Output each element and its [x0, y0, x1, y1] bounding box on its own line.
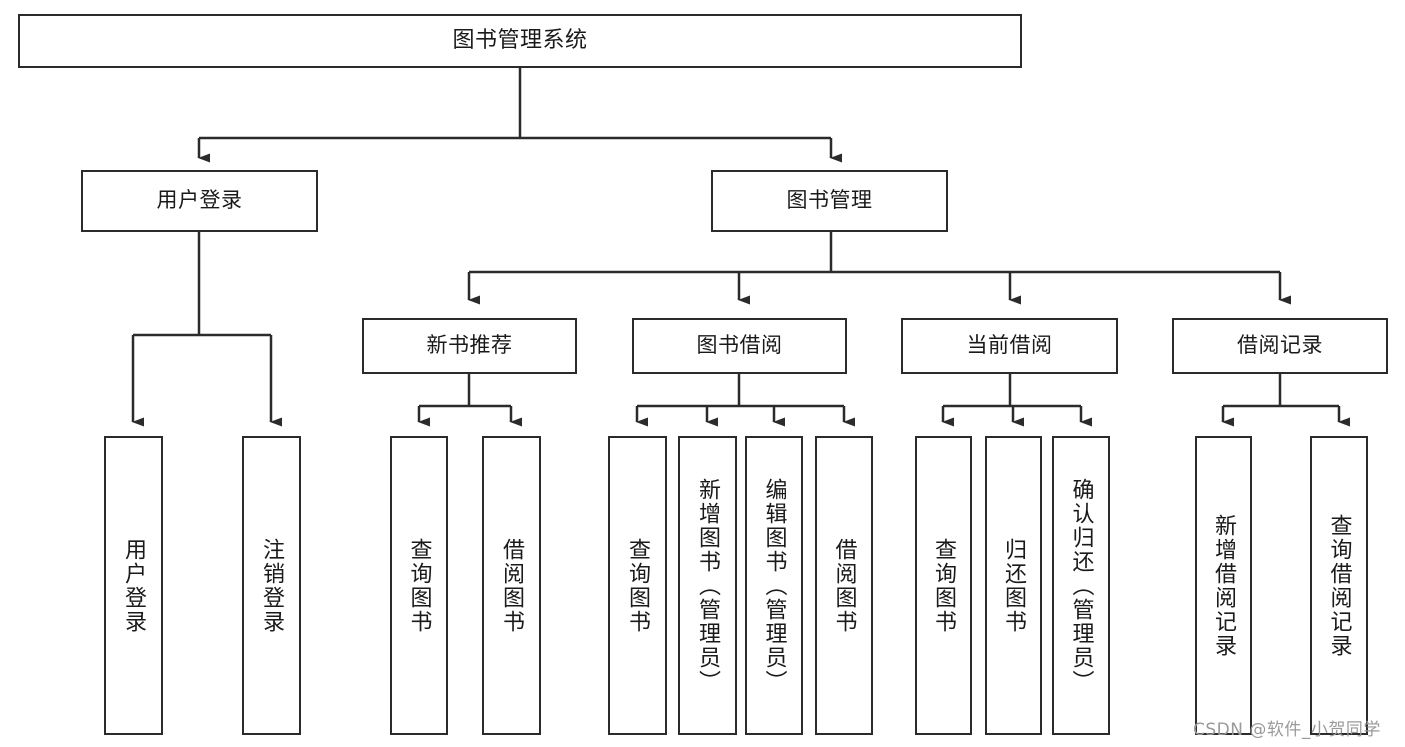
leaf-query-record[interactable]: 查询借阅记录	[1310, 436, 1368, 735]
node-label: 归还图书	[1001, 537, 1027, 634]
node-new-book-recommend[interactable]: 新书推荐	[362, 318, 577, 374]
node-current-borrow[interactable]: 当前借阅	[901, 318, 1118, 374]
leaf-confirm-return[interactable]: 确认归还（管理员）	[1052, 436, 1110, 735]
leaf-query-book-2[interactable]: 查询图书	[608, 436, 667, 735]
node-label: 借阅图书	[831, 537, 857, 634]
node-label: 借阅图书	[499, 537, 525, 634]
leaf-return-book[interactable]: 归还图书	[985, 436, 1042, 735]
node-label: 用户登录	[121, 537, 147, 634]
leaf-add-book[interactable]: 新增图书（管理员）	[678, 436, 737, 735]
node-label: 查询图书	[625, 537, 651, 634]
node-label: 查询借阅记录	[1326, 513, 1352, 658]
leaf-user-login[interactable]: 用户登录	[104, 436, 163, 735]
node-book-manage[interactable]: 图书管理	[711, 170, 948, 232]
node-label: 用户登录	[156, 188, 243, 213]
leaf-add-record[interactable]: 新增借阅记录	[1195, 436, 1252, 735]
node-label: 查询图书	[406, 537, 432, 634]
node-label: 查询图书	[931, 537, 957, 634]
leaf-query-book-3[interactable]: 查询图书	[915, 436, 972, 735]
node-label: 注销登录	[259, 537, 285, 634]
node-label: 图书管理	[786, 188, 873, 213]
node-label: 确认归还（管理员）	[1068, 477, 1094, 694]
node-label: 当前借阅	[966, 333, 1053, 358]
node-user-login[interactable]: 用户登录	[81, 170, 318, 232]
node-root-system[interactable]: 图书管理系统	[18, 14, 1022, 68]
node-label: 新增图书（管理员）	[695, 477, 721, 694]
csdn-watermark: CSDN @软件_小贺同学	[1193, 720, 1381, 740]
leaf-edit-book[interactable]: 编辑图书（管理员）	[745, 436, 803, 735]
node-label: 新增借阅记录	[1211, 513, 1237, 658]
node-book-borrow[interactable]: 图书借阅	[632, 318, 847, 374]
node-borrow-record[interactable]: 借阅记录	[1172, 318, 1388, 374]
node-label: 借阅记录	[1237, 333, 1323, 358]
node-label: 编辑图书（管理员）	[761, 477, 787, 694]
node-label: 新书推荐	[426, 333, 513, 358]
leaf-borrow-book-2[interactable]: 借阅图书	[815, 436, 873, 735]
leaf-query-book-1[interactable]: 查询图书	[390, 436, 448, 735]
leaf-logout-login[interactable]: 注销登录	[242, 436, 301, 735]
node-label: 图书借阅	[696, 333, 783, 358]
leaf-borrow-book-1[interactable]: 借阅图书	[482, 436, 541, 735]
node-label: 图书管理系统	[452, 27, 588, 53]
